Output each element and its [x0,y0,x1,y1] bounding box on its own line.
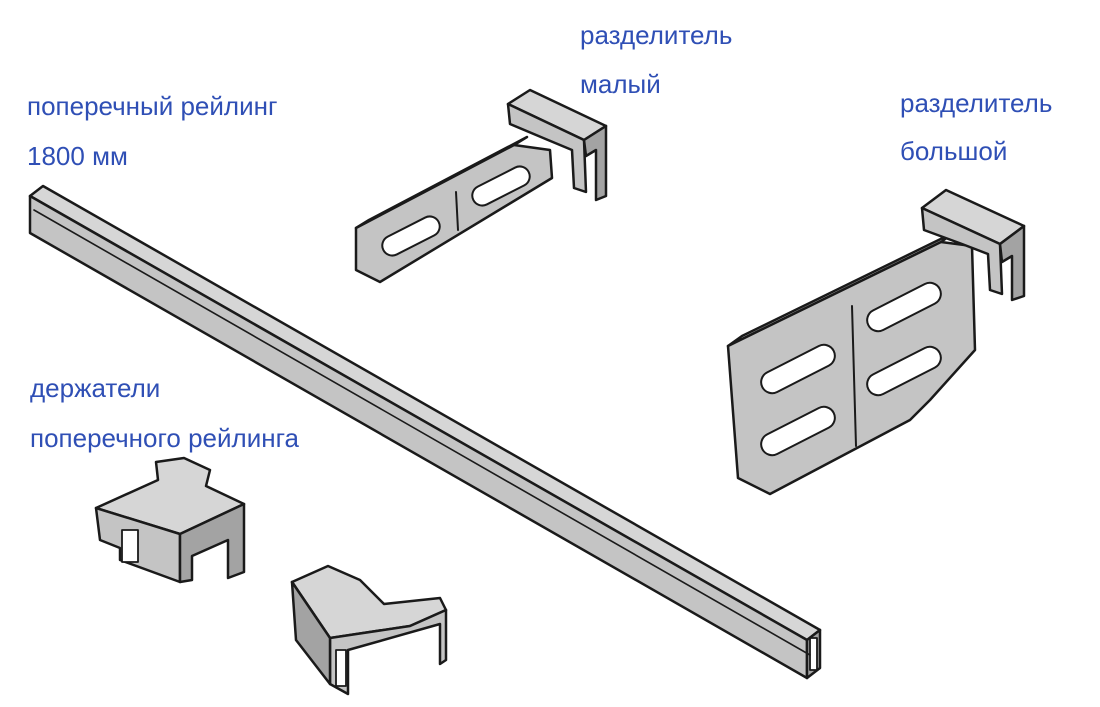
small-divider-slot-1 [381,215,441,257]
large-divider-plate [726,240,977,496]
holders-label-line1: держатели [30,373,161,403]
small-divider-clip-side [582,124,608,202]
small-divider-rib [455,191,459,231]
large-divider-label-line2: большой [900,136,1008,166]
large-divider [726,188,1026,496]
holder-right-side [290,580,332,686]
small-divider-label-line1: разделитель [580,20,733,50]
holders-label-line2: поперечного рейлинга [30,423,299,453]
large-divider-slot-1 [760,343,836,395]
large-divider-slot-2 [760,405,836,457]
holder-right-opening [335,649,347,687]
large-divider-rib [851,305,857,447]
rail-label-line1: поперечный рейлинг [27,91,278,121]
large-divider-slot-4 [866,345,942,397]
holder-left-side [178,502,246,584]
holder-left-opening [121,529,139,563]
large-divider-slot-3 [866,281,942,333]
small-divider-label-line2: малый [580,69,661,99]
cross-rail [28,184,822,680]
rail-holder-right [290,564,448,696]
rail-label-line2: 1800 мм [27,141,128,171]
large-divider-label-line1: разделитель [900,88,1053,118]
rail-holder-left [94,456,246,584]
large-divider-clip-side [998,224,1026,302]
small-divider-plate [354,143,554,284]
rail-groove-line [33,209,811,656]
small-divider [354,88,608,284]
small-divider-slot-2 [471,165,531,207]
rail-end-opening [809,637,818,671]
